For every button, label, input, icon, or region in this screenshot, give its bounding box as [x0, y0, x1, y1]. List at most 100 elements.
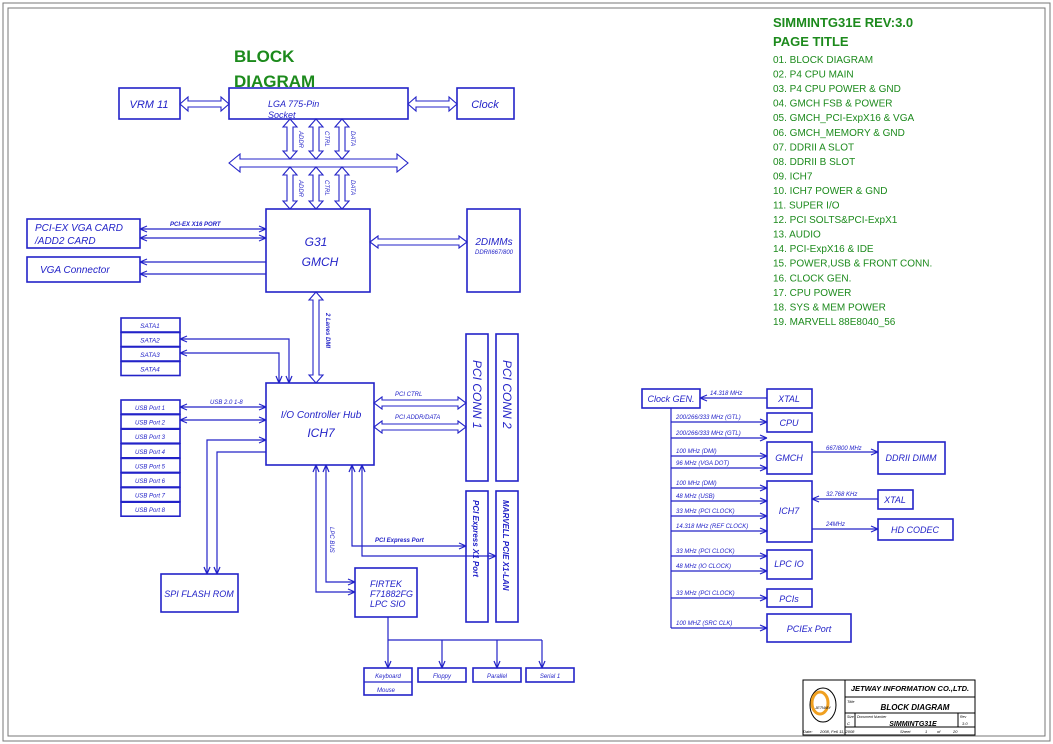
date-label: Date: — [803, 729, 813, 734]
clk-pcis-label: PCIs — [779, 594, 799, 604]
clock-branches: 200/266/333 MHz (GTL) 200/266/333 MHz (GT… — [671, 415, 768, 632]
clock-branch-line — [671, 527, 768, 535]
sheet-label: Sheet — [900, 729, 911, 734]
rev-value: 3.0 — [962, 721, 968, 726]
page-index-item: 03. P4 CPU POWER & GND — [773, 84, 901, 95]
pciex-card-label-2: /ADD2 CARD — [34, 236, 96, 247]
pciex-card-label-1: PCI-EX VGA CARD — [35, 223, 123, 234]
usb-port-label: USB Port 7 — [135, 494, 166, 500]
sheet-inner-border — [7, 7, 1046, 737]
usb-port-label: USB Port 3 — [135, 435, 166, 441]
ddr-dimm-block — [877, 441, 946, 475]
cpu-socket-block — [228, 87, 409, 120]
page-index-item: 16. CLOCK GEN. — [773, 273, 851, 284]
clock-branch-label: 100 MHz (DMI) — [676, 481, 717, 487]
page-index-item: 17. CPU POWER — [773, 288, 851, 299]
title-block: JETWAY JETWAY INFORMATION CO.,LTD. Title… — [802, 679, 976, 736]
sheet-value: 1 — [925, 729, 927, 734]
lpc-bus — [312, 464, 356, 596]
usb-port-label: USB Port 6 — [135, 479, 166, 485]
sata-port-label: SATA2 — [140, 338, 160, 345]
page-index-item: 04. GMCH FSB & POWER — [773, 99, 892, 110]
clock-branch-line — [671, 464, 768, 472]
doc-label: Document Number — [857, 715, 887, 719]
ddr-freq: 667/800 MHz — [826, 446, 862, 452]
page-index-item: 06. GMCH_MEMORY & GND — [773, 128, 905, 139]
clock-branch-label: 200/266/333 MHz (GTL) — [675, 415, 741, 421]
clock-block — [456, 87, 515, 120]
gmch-dimm-bus — [369, 234, 468, 250]
dimm-label: 2DIMMs — [474, 237, 512, 248]
sata-port-label: SATA4 — [140, 367, 160, 374]
clk-gmch-block — [766, 441, 813, 475]
lpc-bus-label: LPC BUS — [328, 527, 334, 553]
xtal2-label: XTAL — [883, 495, 906, 505]
page-index-item: 14. PCI-ExpX16 & IDE — [773, 244, 874, 255]
xtal1-freq: 14.318 MHz — [710, 391, 742, 397]
page-index-item: 12. PCI SOLTS&PCI-ExpX1 — [773, 215, 898, 226]
page-index-item: 11. SUPER I/O — [773, 201, 840, 212]
fsb-lower-arrows — [281, 166, 351, 210]
pciex16-label: PCI-EX X16 PORT — [170, 222, 222, 228]
pci-conn2-block — [495, 333, 519, 482]
clock-tree: Clock GEN. XTAL 14.318 MHz CPU GMCH DDRI… — [641, 388, 954, 643]
usb-bus — [179, 403, 267, 424]
rev-label: Rev — [960, 715, 966, 719]
pci-addr-label: PCI ADDR/DATA — [395, 415, 440, 421]
logo-text: JETWAY — [814, 705, 831, 710]
gmch-block — [265, 208, 371, 293]
keyboard-label: Keyboard — [375, 674, 401, 680]
page-index-item: 18. SYS & MEM POWER — [773, 302, 886, 313]
page-index-item: 10. ICH7 POWER & GND — [773, 186, 887, 197]
mouse-label: Mouse — [377, 688, 396, 694]
fsb-addr-label-top: ADDR — [297, 130, 303, 149]
pcie-bus-label: PCI Express Port — [375, 538, 425, 544]
xtal1-label: XTAL — [777, 394, 800, 404]
size-value: C — [847, 721, 850, 726]
clk-pciex-block — [766, 613, 852, 643]
cpu-label-2: Socket — [268, 110, 296, 120]
marvell-lan-label: MARVELL PCIE X1-LAN — [501, 500, 510, 591]
doc-number: SIMMINTG31E — [889, 721, 937, 728]
pciex-card-block — [26, 218, 141, 249]
usb-port-box — [120, 501, 181, 518]
clock-branch-line — [671, 624, 768, 632]
clock-branch-label: 200/266/333 MHz (GTL) — [675, 431, 741, 437]
vrm-cpu-bus — [179, 95, 230, 113]
usb-port-label: USB Port 4 — [135, 450, 166, 456]
size-label: Size — [847, 715, 854, 719]
pciex16-bus — [139, 225, 267, 242]
sata-port-label: SATA3 — [140, 352, 160, 359]
clock-branch-line — [671, 497, 768, 505]
clock-branch-label: 100 MHz (DMI) — [676, 449, 717, 455]
sio-peripheral-arrows — [384, 660, 546, 670]
fsb-upper-arrows — [281, 118, 351, 160]
pci-ctrl-label: PCI CTRL — [395, 392, 422, 398]
pcie-x1-label: PCI Express X1 Port — [471, 500, 480, 577]
diagram-title-line2: DIAGRAM — [234, 72, 315, 91]
cpu-label-1: LGA 775-Pin — [268, 99, 319, 109]
page-index-item: 07. DDRII A SLOT — [773, 142, 854, 153]
fsb-data-label-bottom: DATA — [349, 180, 355, 195]
usb-port-label: USB Port 5 — [135, 464, 166, 470]
page-index-item: 01. BLOCK DIAGRAM — [773, 55, 873, 66]
super-io-label-1: FIRTEK — [370, 579, 403, 589]
clock-branch-line — [671, 512, 768, 520]
clock-branch-line — [671, 552, 768, 560]
diagram-title-line1: BLOCK — [234, 47, 295, 66]
dimm-block — [466, 208, 521, 293]
super-io-label-2: F71882FG — [370, 589, 413, 599]
page-index-item: 15. POWER,USB & FRONT CONN. — [773, 259, 932, 270]
pci-conn2-label: PCI CONN 2 — [500, 360, 514, 429]
clk-ich7-block — [766, 480, 813, 543]
date-value: 2008, Fe6 11, 2008 — [819, 729, 855, 734]
clock-branch-label: 48 MHz (USB) — [676, 494, 715, 500]
clk-pciex-label: PCIEx Port — [787, 624, 832, 634]
page-index-item: 08. DDRII B SLOT — [773, 157, 855, 168]
serial-label: Serial 1 — [540, 674, 560, 680]
vga-bus — [139, 258, 266, 278]
